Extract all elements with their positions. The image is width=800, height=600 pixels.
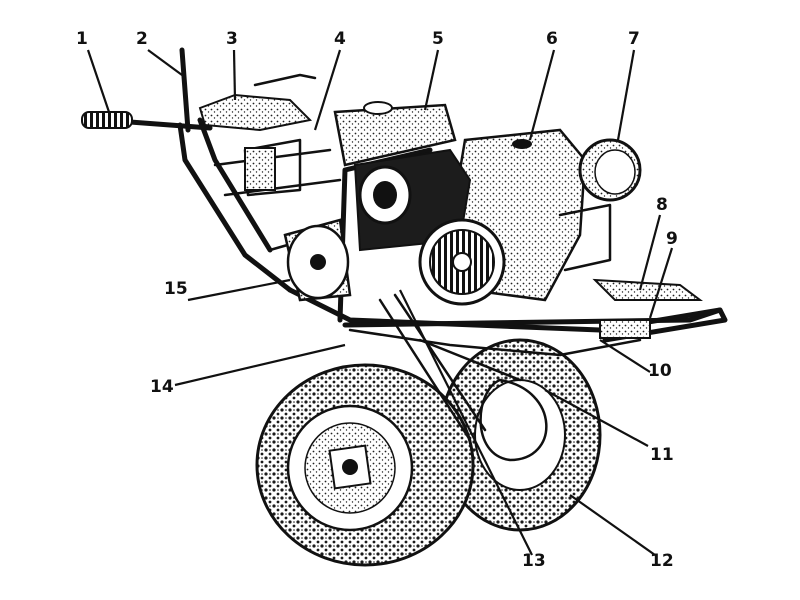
leader-7: [616, 49, 636, 141]
label-1: 1: [76, 29, 88, 49]
handle-bar: [81, 47, 213, 133]
label-10: 10: [648, 361, 672, 381]
leader-14: [174, 343, 346, 387]
leader-11: [544, 389, 649, 447]
label-2: 2: [136, 29, 148, 49]
leader-13: [399, 289, 533, 556]
drive-belt: [479, 378, 548, 462]
front-bumper: [558, 203, 728, 343]
label-9: 9: [666, 229, 678, 249]
label-12: 12: [650, 551, 674, 571]
label-14: 14: [150, 377, 174, 397]
fuel-tank: [333, 101, 457, 167]
leader-4: [313, 49, 342, 131]
leader-8: [638, 214, 662, 291]
cooling-fan: [418, 218, 506, 306]
leader-15: [187, 278, 291, 302]
label-15: 15: [164, 279, 188, 299]
leader-3: [232, 49, 237, 101]
leader-lines: [86, 49, 674, 556]
label-7: 7: [628, 29, 640, 49]
label-13: 13: [522, 551, 546, 571]
front-wheel: [255, 363, 475, 567]
leader-5: [423, 49, 440, 111]
label-3: 3: [226, 29, 238, 49]
callout-labels: 1 2 3 4 5 6 7 8 9 10 11 12 13 14 15: [76, 29, 678, 571]
drive-pulley: [283, 218, 352, 302]
leader-6: [528, 49, 556, 141]
headlight: [578, 138, 642, 202]
control-box: [198, 73, 317, 197]
label-8: 8: [656, 195, 668, 215]
leader-10: [599, 339, 651, 373]
label-11: 11: [650, 445, 674, 465]
leader-2: [147, 49, 183, 76]
label-4: 4: [334, 29, 346, 49]
leader-12: [569, 494, 656, 556]
label-5: 5: [432, 29, 444, 49]
leader-1: [86, 49, 112, 116]
label-6: 6: [546, 29, 558, 49]
leader-9: [648, 247, 674, 319]
